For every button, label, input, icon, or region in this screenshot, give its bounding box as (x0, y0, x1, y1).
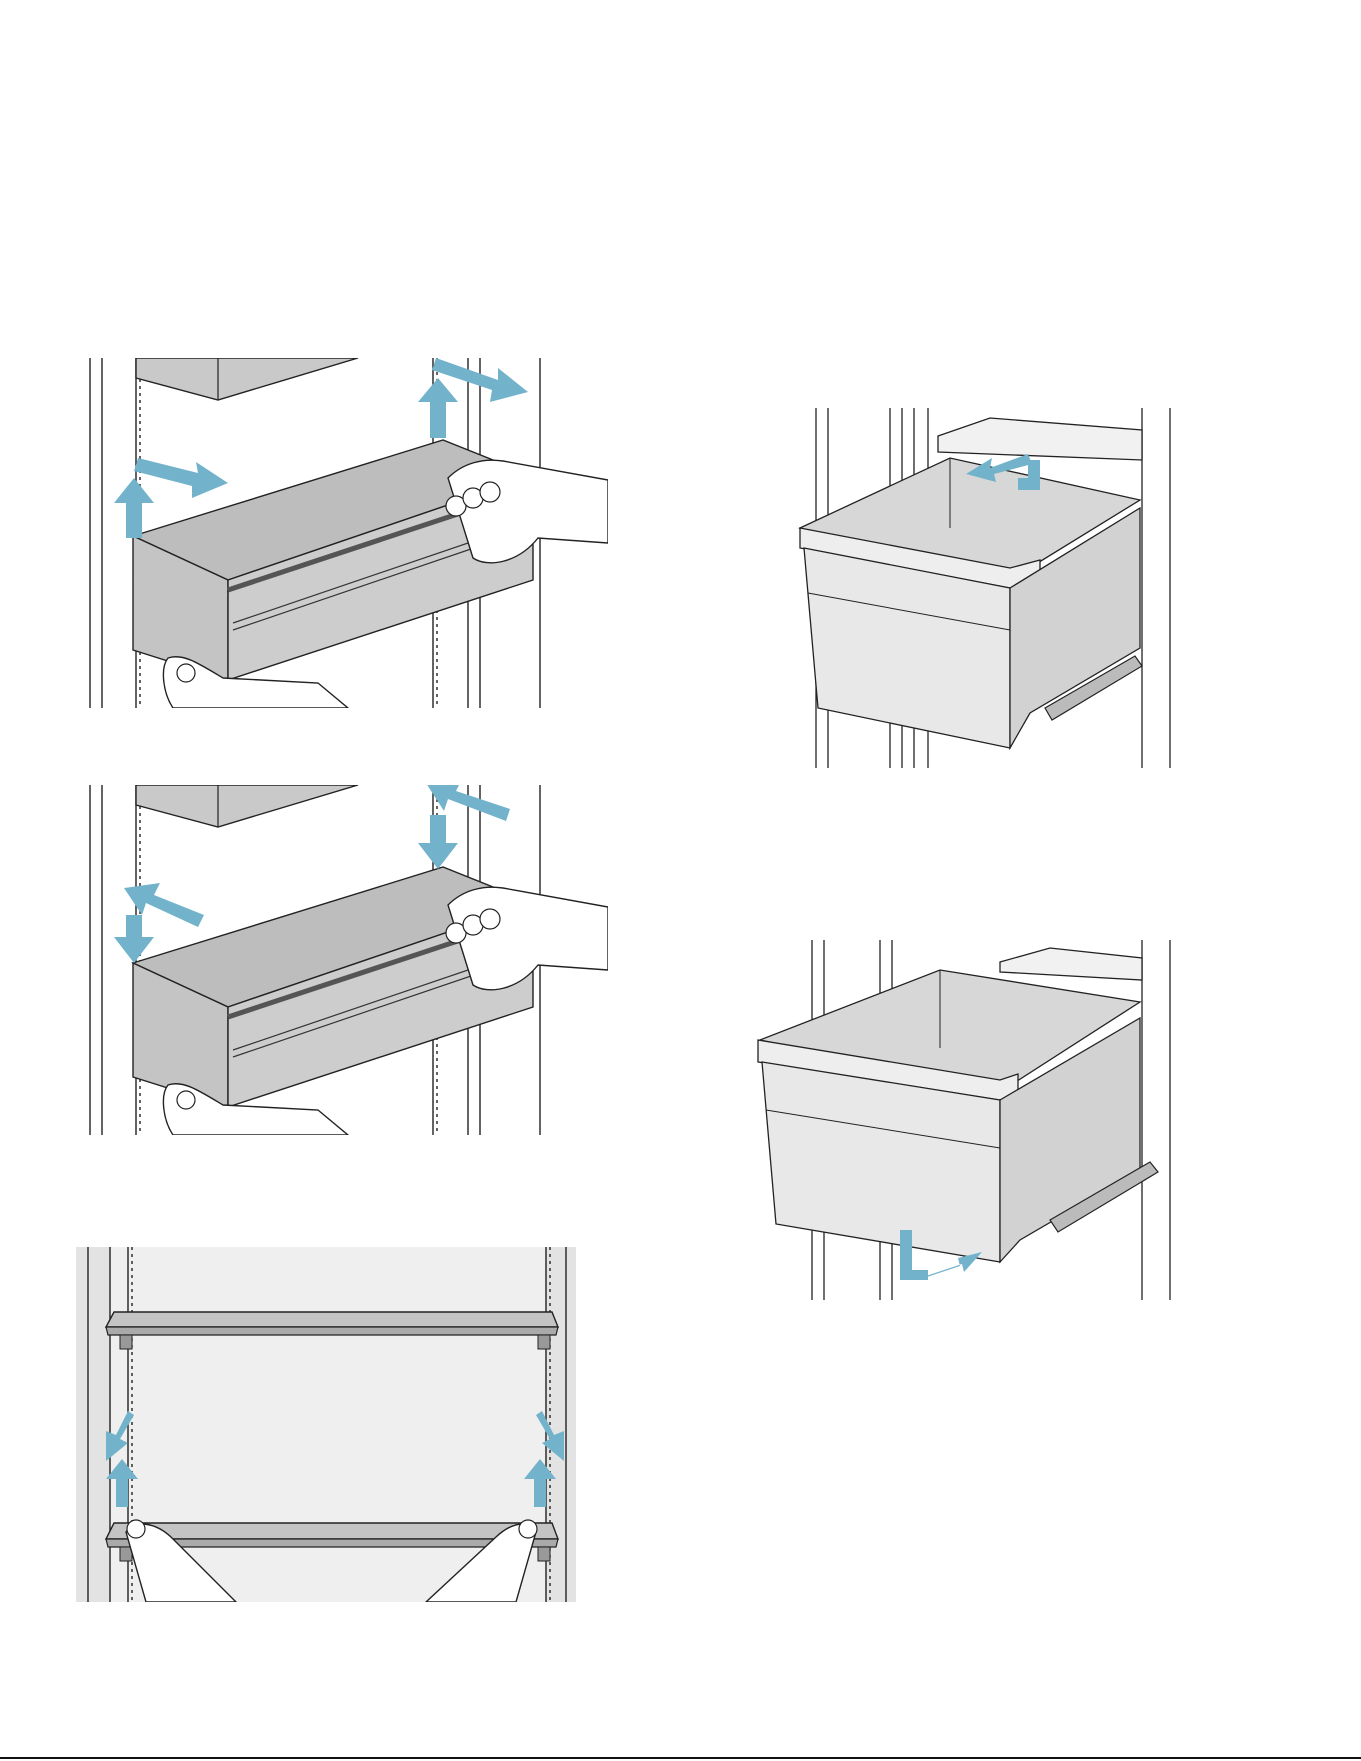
glass-shelf-removal-figure (76, 1247, 576, 1602)
drawer-removal-figure (790, 408, 1190, 768)
shelf-lift-illustration (76, 1247, 576, 1602)
drawer-insert-illustration (750, 940, 1200, 1300)
footer-rule (0, 1757, 1361, 1759)
door-bin-push-in-illustration (88, 785, 608, 1135)
door-bin-lift-out-illustration (88, 358, 608, 708)
door-bin-insertion-figure (88, 785, 608, 1135)
drawer-insertion-figure (750, 940, 1200, 1300)
door-bin-removal-figure (88, 358, 608, 708)
drawer-pull-out-illustration (790, 408, 1190, 768)
